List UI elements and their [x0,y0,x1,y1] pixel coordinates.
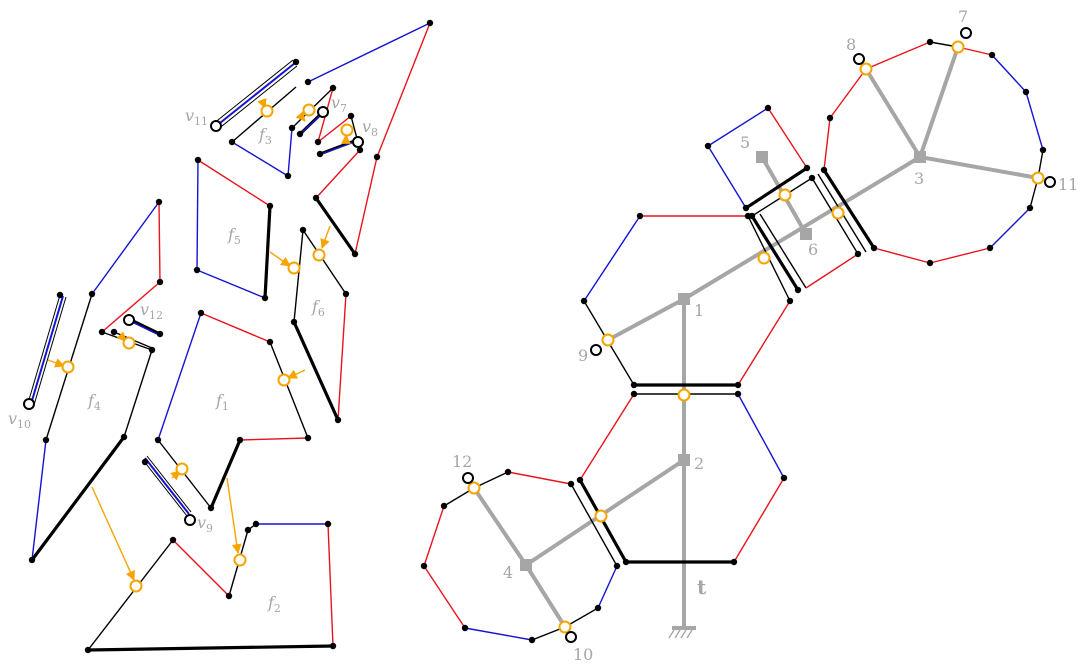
face-label-f2: f2 [267,593,281,615]
vertex-label-v8: v8 [362,117,378,139]
vertex-label-v12: v12 [140,300,163,322]
face-label-f1: f1 [215,391,229,413]
vertex-labels: v11 v7 v8 v12 v10 v9 [8,93,378,535]
right-dual-nodes [467,40,1045,634]
left-dual-nodes [61,103,354,593]
root-label: t [697,575,707,599]
right-diagram: 1 2 3 4 5 6 7 8 9 10 11 12 t [420,7,1078,664]
tree-edges [472,46,1039,630]
face-label-f6: f6 [311,297,325,319]
node-label-7: 7 [958,7,968,26]
tree-node-labels: 1 2 3 4 5 6 7 8 9 10 11 12 t [452,7,1078,664]
face-f2-edges [87,523,334,652]
face-f3-edges [212,22,431,255]
face-f1-edges [142,312,309,517]
node-label-1: 1 [694,301,704,320]
face-label-f5: f5 [227,225,241,247]
left-open-vertices [23,106,364,526]
face-label-f3: f3 [258,125,272,147]
node-label-11: 11 [1058,175,1078,194]
left-vertices [28,19,434,654]
node-label-8: 8 [846,35,856,54]
node-label-2: 2 [694,454,704,473]
ground-icon [668,629,693,639]
node-label-10: 10 [573,645,593,664]
face-f5-edges [196,159,272,299]
face-f6-edges [292,229,347,421]
node-label-3: 3 [914,169,924,188]
node-label-6: 6 [808,240,818,259]
face-label-f4: f4 [87,391,101,413]
vertex-label-v11: v11 [185,106,208,128]
left-diagram: f5 f3 f6 f4 f1 f2 v11 v7 v8 v12 v10 v9 [8,19,434,654]
right-vertices [420,38,1047,644]
face-labels: f5 f3 f6 f4 f1 f2 [87,125,325,615]
vertex-label-v10: v10 [8,409,31,431]
vertex-label-v9: v9 [197,513,213,535]
node-label-5: 5 [740,133,750,152]
tree-nodes [520,151,926,571]
vertex-label-v7: v7 [331,93,347,115]
right-edges [423,41,1044,641]
right-open-vertices [462,27,1056,643]
face-f4-edges [27,201,161,561]
node-label-12: 12 [452,452,472,471]
node-label-9: 9 [578,346,588,365]
node-label-4: 4 [503,563,513,582]
